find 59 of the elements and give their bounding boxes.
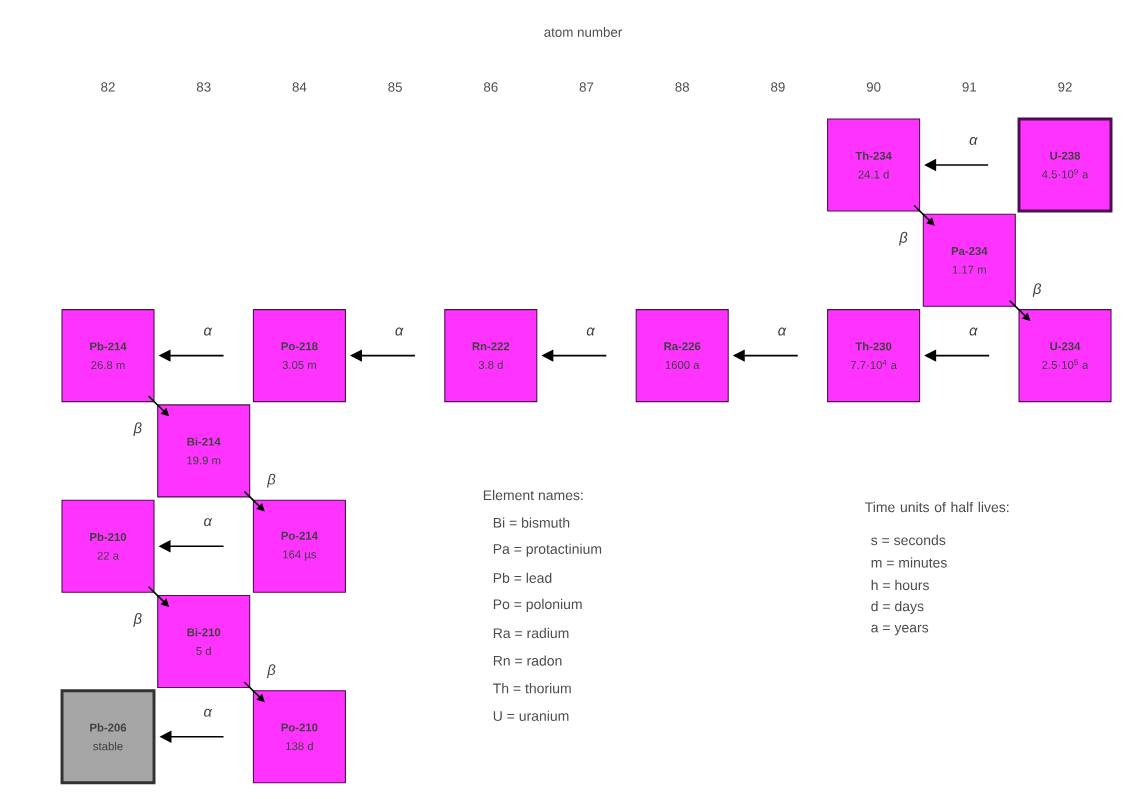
- edge-label: β: [898, 230, 910, 247]
- nuclide-box: Po-214 164 µs: [252, 499, 346, 593]
- nuclide-box: U-234 2.5·10$^{5}$ a: [1018, 309, 1112, 403]
- nuclide-box: Bi-210 5 d: [157, 594, 251, 689]
- key-heading: Element names:: [483, 489, 583, 501]
- nuclide-box: Pb-210 22 a: [61, 499, 155, 593]
- column-number: 89: [771, 82, 785, 92]
- nuclide-box: Th-234 24.1 d: [827, 118, 921, 212]
- key-entry: Pb = lead: [493, 572, 552, 583]
- edge-label: α: [202, 707, 214, 719]
- key-entry: Rn = radon: [493, 655, 562, 666]
- edge-label: β: [266, 662, 278, 680]
- axis-title: atom number: [544, 27, 623, 37]
- edge-label: α: [776, 326, 788, 337]
- column-number: 88: [675, 82, 690, 92]
- key-entry: Th = thorium: [493, 683, 571, 694]
- edge-label: β: [1031, 281, 1043, 299]
- nuclide-box: Bi-214 19.9 m: [157, 404, 251, 498]
- column-number: 87: [579, 82, 594, 92]
- decay-arrow: [243, 490, 265, 512]
- nuclide-box: Ra-226 1600 a: [635, 309, 729, 403]
- nuclide-box: Pb-206 stable: [60, 689, 156, 785]
- column-number: 84: [292, 82, 307, 92]
- nuclide-box: Rn-222 3.8 d: [444, 309, 538, 403]
- column-number: 91: [962, 82, 977, 92]
- decay-arrow: [350, 349, 416, 362]
- key-entry: a = years: [871, 624, 929, 636]
- nuclide-box: Th-230 7.7·10$^{4}$ a: [827, 309, 921, 403]
- column-number: 85: [388, 82, 402, 92]
- nuclide-box: Pb-214 26.8 m: [61, 309, 155, 403]
- column-number: 83: [196, 82, 211, 92]
- column-number: 92: [1058, 82, 1072, 92]
- nuclide-box: U-238 4.5·10$^{9}$ a: [1017, 117, 1113, 213]
- key-entry: Pa = protactinium: [493, 543, 602, 557]
- key-heading: Time units of half lives:: [865, 501, 1009, 513]
- edge-label: β: [132, 421, 144, 438]
- column-number: 90: [866, 82, 881, 92]
- edge-label: α: [967, 326, 979, 337]
- column-number: 86: [484, 82, 498, 92]
- edge-label: β: [266, 472, 278, 489]
- key-entry: d = days: [871, 600, 924, 614]
- edge-label: α: [202, 516, 214, 528]
- edge-label: β: [132, 611, 144, 629]
- edge-label: α: [585, 326, 596, 337]
- column-number: 82: [101, 82, 115, 92]
- nuclide-box: Po-218 3.05 m: [252, 309, 346, 403]
- edge-label: α: [202, 326, 214, 337]
- edge-label: α: [967, 135, 979, 147]
- key-entry: m = minutes: [871, 557, 947, 568]
- key-entry: s = seconds: [871, 534, 946, 546]
- decay-arrow: [913, 204, 935, 226]
- nuclide-box: Pa-234 1.17 m: [922, 213, 1016, 307]
- key-entry: Bi = bismuth: [493, 517, 570, 528]
- edge-label: α: [393, 326, 405, 337]
- key-entry: U = uranium: [493, 710, 569, 721]
- key-entry: Ra = radium: [493, 627, 569, 639]
- key-entry: h = hours: [871, 579, 929, 591]
- nuclide-box: Po-210 138 d: [252, 690, 346, 784]
- key-entry: Po = polonium: [493, 598, 582, 612]
